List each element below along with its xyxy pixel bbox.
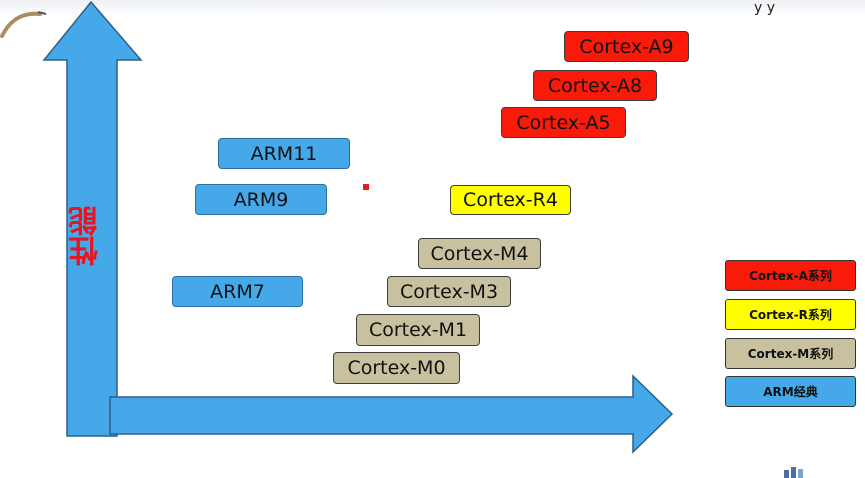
legend-cortex-r: Cortex-R系列 [725,299,856,330]
box-cortex-a9: Cortex-A9 [564,31,689,62]
header-band [0,0,865,18]
box-cortex-m0: Cortex-M0 [333,352,460,384]
box-cortex-a8: Cortex-A8 [533,70,657,101]
top-right-fragment: y y [754,0,776,16]
x-axis-arrow [109,374,674,454]
box-cortex-m4: Cortex-M4 [418,238,541,269]
legend-cortex-m: Cortex-M系列 [725,338,856,369]
box-cortex-r4: Cortex-R4 [450,185,571,215]
box-cortex-m3: Cortex-M3 [387,276,511,307]
box-arm7: ARM7 [172,276,303,307]
decorative-bars-icon [784,467,803,478]
legend-cortex-a: Cortex-A系列 [725,260,856,291]
marker-dot [363,184,369,190]
box-arm9: ARM9 [195,184,327,215]
legend-arm-classic: ARM经典 [725,376,856,407]
box-arm11: ARM11 [218,138,350,169]
decorative-curl-icon [0,11,47,38]
y-axis-arrow [42,0,143,437]
box-cortex-m1: Cortex-M1 [356,314,480,346]
box-cortex-a5: Cortex-A5 [501,107,626,138]
y-axis-label: 性能 [69,206,104,266]
